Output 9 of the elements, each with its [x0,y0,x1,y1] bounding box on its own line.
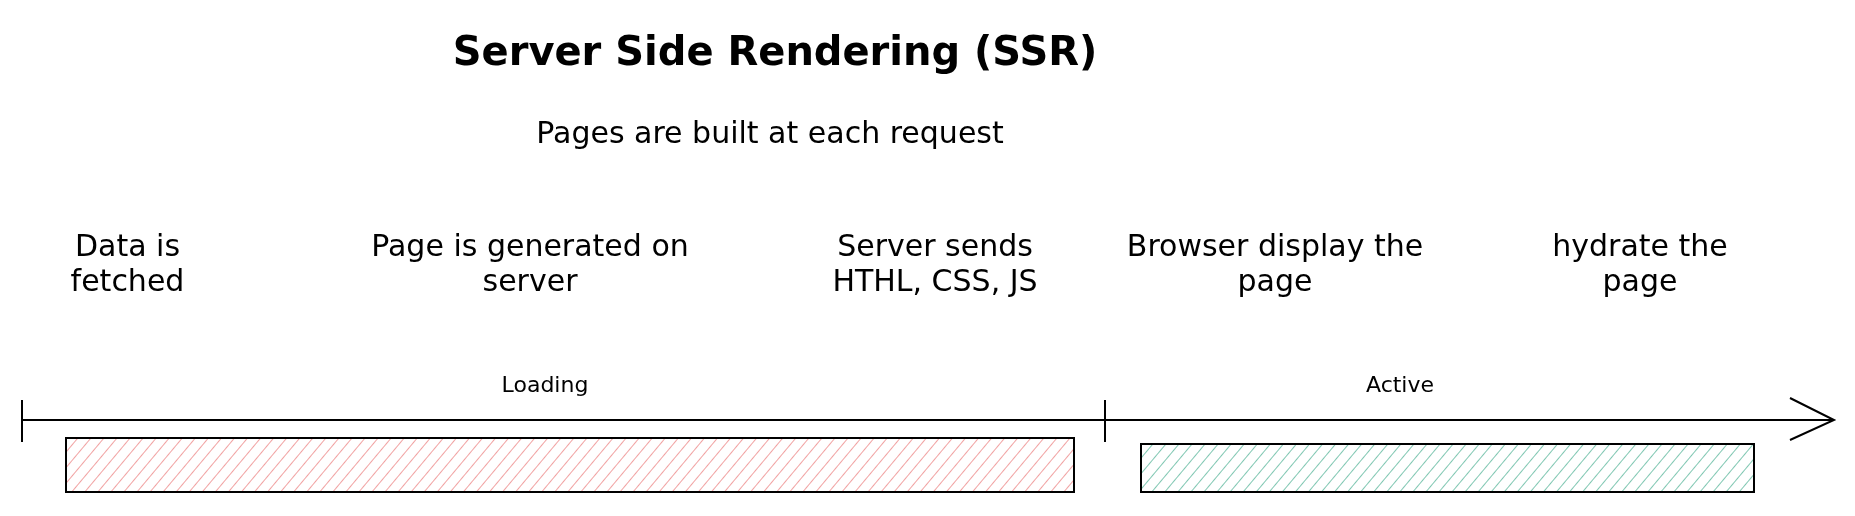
step-label: Data is fetched [69,228,186,298]
step-label: Page is generated on server [370,228,690,298]
subtitle: Pages are built at each request [535,115,1005,150]
phase-label: Active [1364,372,1436,397]
diagram-title: Server Side Rendering (SSR) [451,28,1099,74]
step-label: Browser display the page [1125,228,1425,298]
phase-label: Loading [500,372,590,397]
step-label: Server sends HTHL, CSS, JS [831,228,1039,298]
step-label: hydrate the page [1551,228,1729,298]
